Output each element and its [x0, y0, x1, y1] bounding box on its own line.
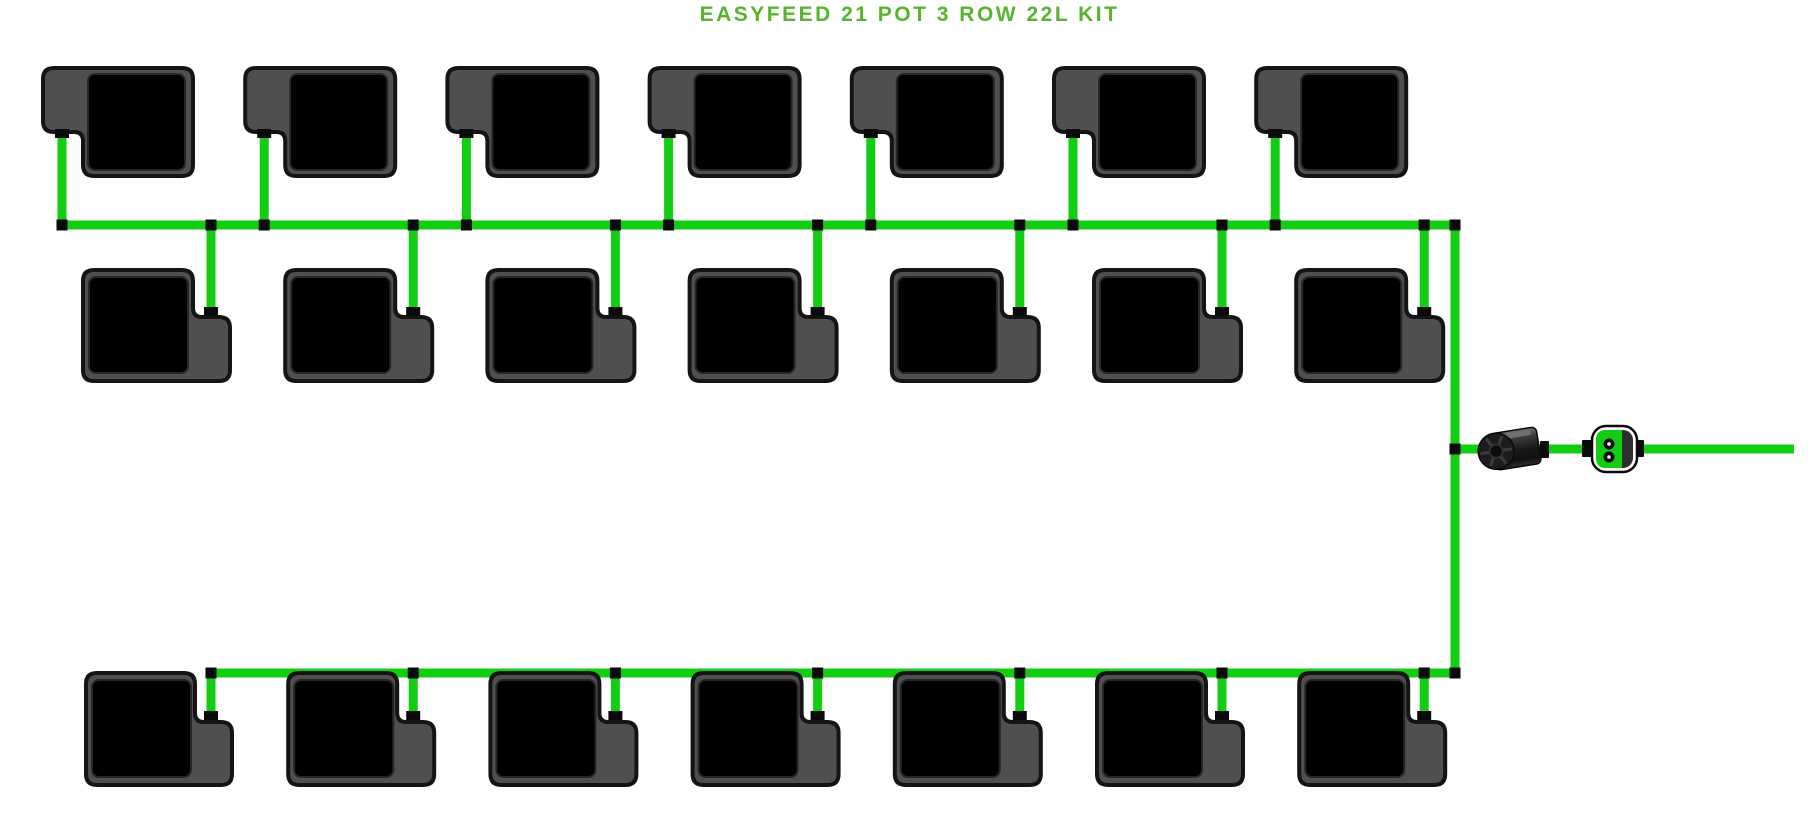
tube-connector [810, 711, 825, 720]
pot [1301, 276, 1403, 374]
junction-fitting [1269, 219, 1281, 231]
tube-connector [810, 307, 825, 316]
tube-connector [204, 307, 218, 316]
tube-connector [257, 129, 272, 138]
pot [91, 679, 192, 778]
junction-fitting [812, 219, 824, 231]
pot [1304, 679, 1406, 778]
tube-connector [1417, 307, 1432, 316]
junction-fitting [865, 219, 877, 231]
tube-connector [406, 307, 421, 316]
pump-cap-fin [1496, 435, 1504, 447]
pot [88, 276, 189, 374]
tube-connector [1215, 711, 1229, 720]
tube-connector [661, 129, 676, 138]
junction-fitting [258, 219, 270, 231]
kit-title: EASYFEED 21 POT 3 ROW 22L KIT [699, 3, 1120, 26]
pot [1102, 679, 1203, 778]
tube-connector [863, 129, 878, 138]
tube-connector [608, 307, 623, 316]
junction-fitting [407, 219, 419, 231]
junction-fitting [609, 219, 621, 231]
junction-fitting [1216, 219, 1228, 231]
junction-fitting [812, 667, 824, 679]
junction-fitting [1449, 667, 1461, 679]
tube-connector [459, 129, 474, 138]
junction-fitting [460, 219, 472, 231]
junction-fitting [1014, 667, 1026, 679]
junction-fitting [1449, 443, 1461, 455]
tube-connector [406, 711, 421, 720]
tube-connector [608, 711, 623, 720]
junction-fitting [407, 667, 419, 679]
pot [491, 73, 591, 171]
tube-connector [1066, 129, 1080, 138]
tube-fitting [1582, 440, 1593, 457]
pot [896, 276, 998, 374]
pump-cap-fin [1501, 447, 1513, 452]
junction-fitting [205, 219, 217, 231]
pump-cap-fin [1498, 454, 1508, 465]
pump-cap-hub [1488, 443, 1504, 459]
pot [495, 679, 597, 778]
pump-cap-fin [1489, 456, 1496, 467]
pot [293, 679, 395, 778]
pump-cap-fin [1480, 450, 1491, 456]
valve-port-center [1607, 455, 1611, 459]
pump-cap-fin [1484, 437, 1494, 448]
tube-connector [1417, 711, 1432, 720]
junction-fitting [1449, 219, 1461, 231]
tube-connector [1268, 129, 1283, 138]
pot [895, 73, 995, 171]
junction-fitting [205, 667, 217, 679]
pot [1099, 276, 1200, 374]
tube-connector [1215, 307, 1229, 316]
tube-fitting [1540, 441, 1549, 458]
junction-fitting [1418, 667, 1430, 679]
pot [1300, 73, 1400, 171]
junction-fitting [1216, 667, 1228, 679]
tube-connector [55, 129, 69, 138]
tube-connector [204, 711, 218, 720]
junction-fitting [609, 667, 621, 679]
valve-port-center [1607, 442, 1611, 446]
pot [289, 73, 389, 171]
pot [1098, 73, 1197, 171]
pot [694, 276, 796, 374]
junction-fitting [56, 219, 68, 231]
pot [693, 73, 793, 171]
pot [87, 73, 186, 171]
pot [492, 276, 594, 374]
junction-fitting [1067, 219, 1079, 231]
pot [899, 679, 1001, 778]
junction-fitting [1014, 219, 1026, 231]
tube-connector [1012, 307, 1027, 316]
junction-fitting [663, 219, 675, 231]
tube-connector [1012, 711, 1027, 720]
junction-fitting [1418, 219, 1430, 231]
pot [290, 276, 392, 374]
pot [697, 679, 799, 778]
pump-filter-unit [1477, 426, 1542, 471]
